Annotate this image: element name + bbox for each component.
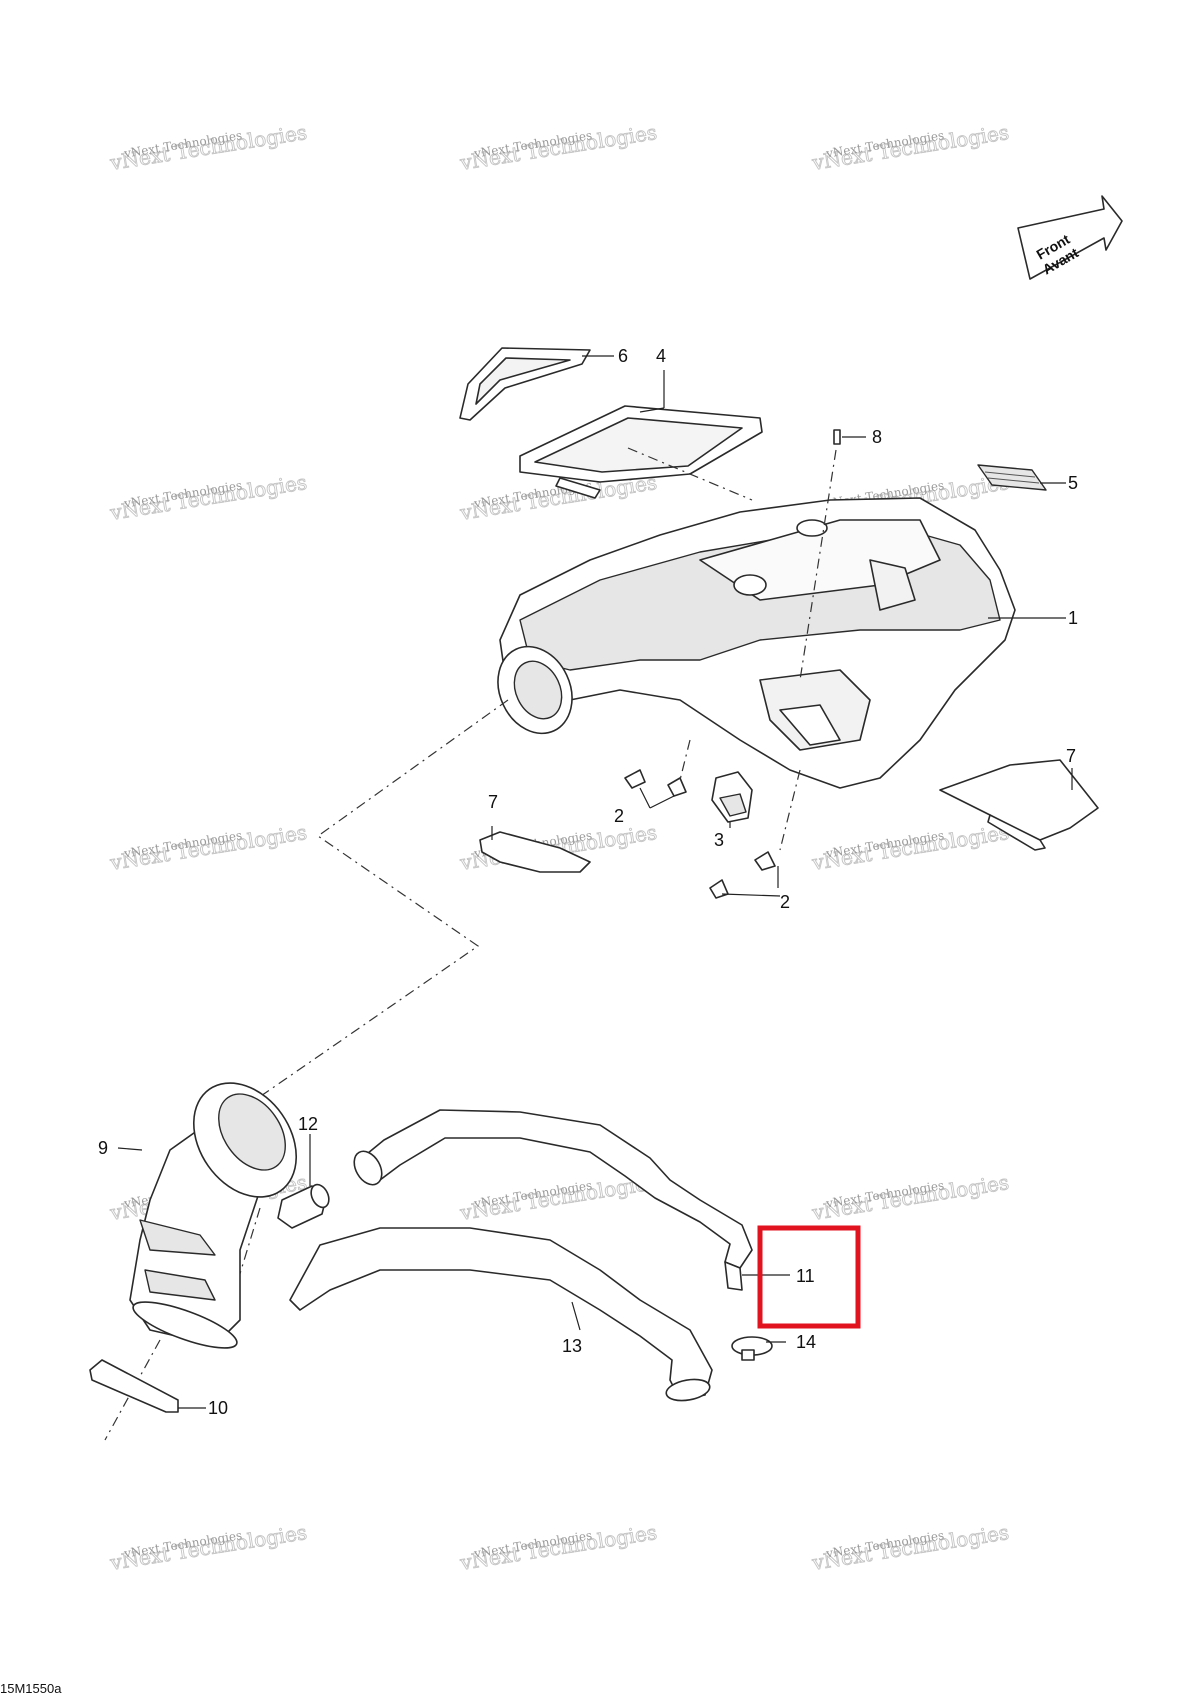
part-4-filter-frame [519,405,763,499]
watermark: vNext Technologies vNext Technologies [107,470,309,526]
callout-2-top: 2 [614,806,624,826]
watermark: vNext Technologies vNext Technologies [809,1170,1011,1226]
leader-lines [117,355,1073,1409]
part-5-decal [977,464,1047,491]
callout-7-right: 7 [1066,746,1076,766]
front-arrow-icon [1017,195,1123,280]
part-6-gasket [459,347,591,421]
part-11-hose [353,1109,753,1291]
front-direction-arrow: Front Avant [1017,195,1123,280]
callout-4: 4 [656,346,666,366]
part-7-shield-right [939,759,1099,851]
callout-8: 8 [872,427,882,447]
callout-1: 1 [1068,608,1078,628]
callout-5: 5 [1068,473,1078,493]
watermark: vNext Technologies vNext Technologies [457,1520,659,1576]
watermark: vNext Technologies vNext Technologies [457,120,659,176]
callout-14: 14 [796,1332,816,1352]
watermark: vNext Technologies vNext Technologies [107,120,309,176]
callout-6: 6 [618,346,628,366]
callout-12: 12 [298,1114,318,1134]
callout-2-bottom: 2 [780,892,790,912]
part-9-intake-boot [129,1082,298,1349]
watermark: vNext Technologies vNext Technologies [809,120,1011,176]
callout-3: 3 [714,830,724,850]
part-13-hose [289,1227,713,1402]
part-12-fitting [277,1183,330,1229]
watermark: vNext Technologies vNext Technologies [107,820,309,876]
callout-11: 11 [796,1266,815,1286]
drawing-code: 15M1550a [0,1681,62,1696]
callout-numbers: 6 4 8 5 1 7 7 2 3 2 9 12 10 13 11 14 [98,346,1078,1418]
watermark: vNext Technologies vNext Technologies [107,1520,309,1576]
part-10-clamp [89,1359,179,1413]
watermarks: vNext Technologies vNext Technologies vN… [107,120,1011,1576]
callout-10: 10 [208,1398,228,1418]
centerlines [104,447,837,1441]
part-8-screw [833,429,841,445]
part-14-clamp [731,1336,773,1361]
part-1-air-box [497,497,1016,789]
part-7-shield-left [479,831,591,873]
watermark: vNext Technologies vNext Technologies [809,1520,1011,1576]
callout-7-left: 7 [488,792,498,812]
part-3-clamp [711,771,753,823]
callout-9: 9 [98,1138,108,1158]
watermark: vNext Technologies vNext Technologies [809,820,1011,876]
highlight-box-part-11 [757,1225,861,1329]
callout-13: 13 [562,1336,582,1356]
